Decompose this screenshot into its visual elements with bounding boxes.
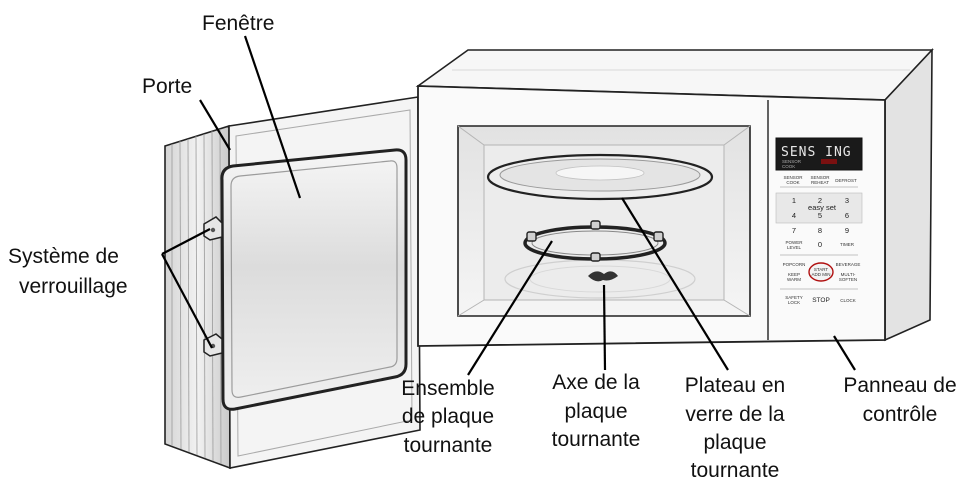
door-window-inner-rim: [230, 160, 398, 398]
label-plateau-l3: plaque: [703, 431, 766, 454]
label-porte: Porte: [142, 75, 192, 98]
key-4[interactable]: 4: [792, 211, 796, 220]
label-axe-l1: Axe de la: [552, 371, 640, 394]
lcd-display: [775, 137, 863, 171]
btn-defrost[interactable]: DEFROST: [835, 178, 857, 183]
label-axe-l3: tournante: [552, 428, 641, 451]
btn-power-level-l2[interactable]: LEVEL: [787, 245, 802, 250]
leader-axe: [602, 284, 607, 371]
label-fenetre: Fenêtre: [202, 12, 274, 35]
leader-porte: [199, 99, 231, 151]
btn-start-l2[interactable]: ADD MIN: [812, 272, 831, 277]
key-2[interactable]: 2: [818, 196, 822, 205]
label-ensemble-l3: tournante: [404, 434, 493, 457]
turntable-shaft: [588, 271, 618, 282]
latch-top: [203, 216, 223, 241]
btn-beverage[interactable]: BEVERAGE: [836, 262, 861, 267]
door-window: [220, 148, 408, 411]
key-3[interactable]: 3: [845, 196, 849, 205]
btn-clock[interactable]: CLOCK: [840, 298, 856, 303]
btn-sensor-reheat-l1[interactable]: SENSOR: [810, 175, 830, 180]
btn-safety-lock-l2[interactable]: LOCK: [788, 300, 800, 305]
label-plateau-l2: verre de la: [685, 403, 785, 426]
label-systeme-l2: verrouillage: [19, 275, 128, 298]
key-9[interactable]: 9: [845, 226, 849, 235]
leader-lines: [161, 35, 856, 376]
function-buttons: POPCORN BEVERAGE START ADD MIN KEEP WARM…: [780, 262, 860, 305]
label-panneau-l1: Panneau de: [843, 374, 956, 397]
leader-fenetre: [243, 35, 302, 199]
leader-panneau: [833, 335, 856, 371]
key-5[interactable]: 5: [818, 211, 822, 220]
lcd-text: SENS ING: [781, 145, 852, 160]
start-button[interactable]: [808, 262, 834, 282]
btn-sensor-reheat-l2[interactable]: REHEAT: [811, 180, 829, 185]
callout-labels: Fenêtre Porte Système de verrouillage En…: [8, 12, 957, 482]
btn-start-l1[interactable]: START: [814, 267, 829, 272]
leader-systeme-bottom: [161, 253, 213, 349]
glass-tray: [486, 153, 714, 201]
easy-set-label: easy set: [808, 203, 837, 212]
label-panneau-l2: contrôle: [863, 403, 938, 426]
easy-set-area: [775, 192, 863, 224]
btn-keep-warm-l2[interactable]: WARM: [787, 277, 801, 282]
leader-ensemble: [467, 240, 553, 376]
key-7[interactable]: 7: [792, 226, 796, 235]
door-edge-ribs: [171, 128, 222, 465]
lcd-sub-sensor: SENSOR: [782, 159, 802, 164]
top-buttons: SENSOR COOK SENSOR REHEAT DEFROST: [780, 175, 858, 188]
label-plateau-l1: Plateau en: [685, 374, 785, 397]
btn-keep-warm-l1[interactable]: KEEP: [788, 272, 800, 277]
label-ensemble-l1: Ensemble: [401, 377, 494, 400]
label-ensemble-l2: de plaque: [402, 405, 494, 428]
turntable-roller-ring: [523, 220, 667, 262]
btn-safety-lock-l1[interactable]: SAFETY: [785, 295, 803, 300]
key-0[interactable]: 0: [818, 240, 822, 249]
control-panel: SENS ING SENSOR COOK SENSOR COOK SENSOR …: [775, 137, 863, 305]
key-1[interactable]: 1: [792, 196, 796, 205]
key-8[interactable]: 8: [818, 226, 822, 235]
btn-multi-soften-l1[interactable]: MULTI-: [841, 272, 856, 277]
btn-power-level-l1[interactable]: POWER: [785, 240, 803, 245]
leader-plateau: [621, 197, 729, 371]
btn-sensor-cook-l2[interactable]: COOK: [786, 180, 799, 185]
lcd-sub-cook: COOK: [782, 164, 795, 169]
key-6[interactable]: 6: [845, 211, 849, 220]
btn-multi-soften-l2[interactable]: SOFTEN: [839, 277, 857, 282]
label-plateau-l4: tournante: [691, 459, 780, 482]
leader-systeme-top: [161, 228, 211, 255]
label-axe-l2: plaque: [564, 400, 627, 423]
cabinet-right-side: [884, 47, 933, 342]
label-systeme-l1: Système de: [8, 245, 119, 268]
btn-sensor-cook-l1[interactable]: SENSOR: [783, 175, 803, 180]
btn-timer[interactable]: TIMER: [840, 242, 855, 247]
keypad: 1 2 3 easy set 4 5 6 7 8 9 POWER LEVEL 0…: [785, 196, 854, 250]
btn-stop[interactable]: STOP: [812, 297, 830, 304]
door: [164, 96, 421, 470]
btn-popcorn[interactable]: POPCORN: [783, 262, 806, 267]
